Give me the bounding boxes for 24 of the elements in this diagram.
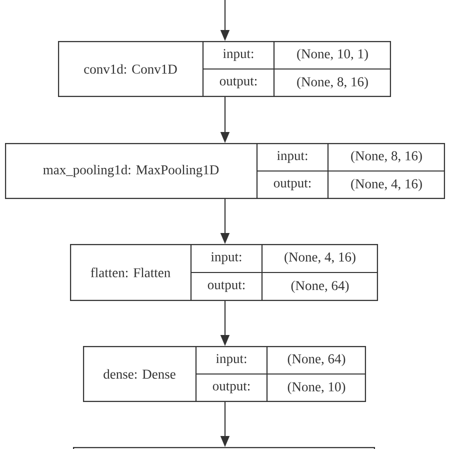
shape-value: (None, 4, 16) — [284, 252, 356, 264]
shape-value: (None, 10, 1) — [297, 48, 368, 62]
port-label: output: — [274, 180, 311, 190]
layer-name: conv1d: Conv1D — [84, 64, 177, 74]
port-label: input: — [223, 49, 254, 61]
layer-box — [5, 143, 445, 199]
shape-value: (None, 8, 16) — [297, 76, 368, 90]
layer-name: max_pooling1d: MaxPooling1D — [43, 164, 219, 178]
shape-value: (None, 64) — [288, 354, 346, 366]
port-label: input: — [277, 151, 308, 163]
port-label: output: — [208, 282, 245, 292]
layer-name: dense: Dense — [104, 369, 176, 379]
layer-name: flatten: Flatten — [90, 268, 170, 278]
shape-value: (None, 10) — [288, 382, 346, 394]
layer-box — [58, 41, 391, 97]
port-label: input: — [211, 252, 242, 264]
shape-value: (None, 4, 16) — [351, 178, 422, 192]
port-label: input: — [216, 354, 246, 366]
port-label: output: — [220, 78, 257, 88]
shape-value: (None, 8, 16) — [351, 150, 422, 164]
layer-box — [83, 346, 366, 402]
layer-box — [70, 244, 378, 301]
shape-value: (None, 64) — [291, 280, 349, 293]
port-label: output: — [212, 382, 250, 394]
